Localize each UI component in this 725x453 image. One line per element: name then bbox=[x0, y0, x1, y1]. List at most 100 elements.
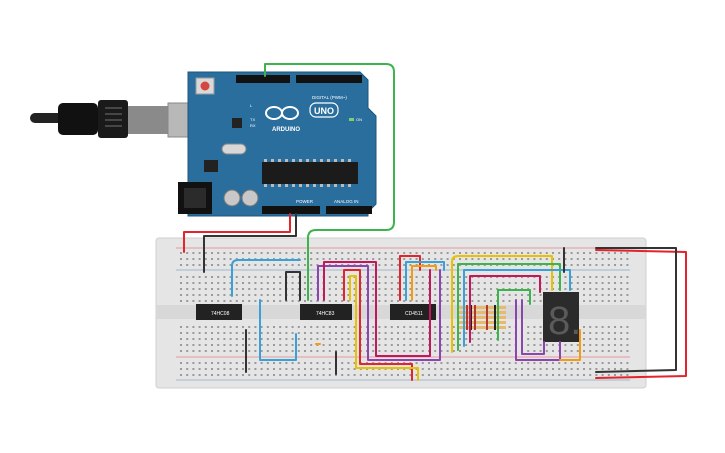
chip-74hc83[interactable]: 74HC83 bbox=[300, 304, 352, 320]
breadboard-hole[interactable] bbox=[595, 332, 598, 334]
breadboard-hole[interactable] bbox=[390, 332, 393, 334]
breadboard-hole[interactable] bbox=[440, 368, 443, 370]
breadboard-hole[interactable] bbox=[242, 276, 244, 278]
breadboard-hole[interactable] bbox=[347, 332, 350, 334]
breadboard-hole[interactable] bbox=[211, 332, 213, 334]
breadboard-hole[interactable] bbox=[372, 282, 375, 284]
breadboard-hole[interactable] bbox=[508, 258, 511, 260]
breadboard-hole[interactable] bbox=[372, 332, 375, 334]
breadboard-hole[interactable] bbox=[583, 252, 585, 254]
breadboard-hole[interactable] bbox=[378, 276, 381, 278]
breadboard-hole[interactable] bbox=[378, 338, 381, 340]
breadboard-hole[interactable] bbox=[390, 276, 393, 278]
breadboard-hole[interactable] bbox=[490, 362, 492, 364]
breadboard-hole[interactable] bbox=[229, 368, 232, 370]
breadboard-hole[interactable] bbox=[260, 300, 263, 302]
breadboard-hole[interactable] bbox=[384, 282, 387, 284]
breadboard-hole[interactable] bbox=[341, 338, 344, 340]
breadboard-hole[interactable] bbox=[601, 344, 604, 346]
breadboard-hole[interactable] bbox=[409, 326, 412, 328]
breadboard-hole[interactable] bbox=[242, 300, 244, 302]
breadboard-hole[interactable] bbox=[223, 326, 226, 328]
breadboard-hole[interactable] bbox=[477, 362, 480, 364]
usb-cable[interactable] bbox=[30, 100, 213, 138]
breadboard-hole[interactable] bbox=[353, 332, 356, 334]
breadboard-hole[interactable] bbox=[285, 326, 288, 328]
breadboard-hole[interactable] bbox=[496, 362, 499, 364]
breadboard-hole[interactable] bbox=[297, 300, 300, 302]
breadboard-hole[interactable] bbox=[254, 368, 257, 370]
breadboard-hole[interactable] bbox=[483, 338, 486, 340]
breadboard-hole[interactable] bbox=[403, 350, 406, 352]
breadboard-hole[interactable] bbox=[446, 344, 449, 346]
breadboard-hole[interactable] bbox=[204, 368, 207, 370]
breadboard-hole[interactable] bbox=[217, 282, 220, 284]
breadboard-hole[interactable] bbox=[452, 276, 455, 278]
breadboard-hole[interactable] bbox=[304, 338, 306, 340]
breadboard-hole[interactable] bbox=[260, 294, 263, 296]
breadboard-hole[interactable] bbox=[564, 344, 567, 346]
breadboard-hole[interactable] bbox=[421, 362, 424, 364]
breadboard-hole[interactable] bbox=[620, 368, 623, 370]
breadboard-hole[interactable] bbox=[341, 276, 344, 278]
breadboard-hole[interactable] bbox=[527, 350, 530, 352]
breadboard-hole[interactable] bbox=[242, 294, 244, 296]
breadboard-hole[interactable] bbox=[620, 300, 623, 302]
breadboard-hole[interactable] bbox=[204, 332, 207, 334]
breadboard-hole[interactable] bbox=[440, 294, 443, 296]
breadboard-hole[interactable] bbox=[576, 344, 579, 346]
breadboard-hole[interactable] bbox=[347, 368, 350, 370]
breadboard-hole[interactable] bbox=[471, 374, 474, 376]
breadboard-hole[interactable] bbox=[421, 326, 424, 328]
breadboard-hole[interactable] bbox=[452, 326, 455, 328]
wire-magenta-display[interactable] bbox=[469, 275, 541, 343]
breadboard-hole[interactable] bbox=[229, 252, 232, 254]
breadboard-hole[interactable] bbox=[421, 344, 424, 346]
breadboard-hole[interactable] bbox=[328, 300, 331, 302]
breadboard-hole[interactable] bbox=[328, 294, 331, 296]
breadboard-hole[interactable] bbox=[273, 276, 275, 278]
breadboard-hole[interactable] bbox=[229, 282, 232, 284]
breadboard-hole[interactable] bbox=[223, 350, 226, 352]
breadboard-hole[interactable] bbox=[372, 294, 375, 296]
breadboard-hole[interactable] bbox=[502, 282, 505, 284]
breadboard-hole[interactable] bbox=[620, 344, 623, 346]
breadboard-hole[interactable] bbox=[620, 288, 623, 290]
breadboard-hole[interactable] bbox=[409, 344, 412, 346]
breadboard-hole[interactable] bbox=[279, 338, 282, 340]
breadboard-hole[interactable] bbox=[254, 374, 257, 376]
breadboard-hole[interactable] bbox=[304, 288, 306, 290]
breadboard-hole[interactable] bbox=[273, 332, 275, 334]
breadboard-hole[interactable] bbox=[279, 362, 282, 364]
breadboard-hole[interactable] bbox=[539, 252, 542, 254]
breadboard-hole[interactable] bbox=[285, 374, 288, 376]
breadboard-hole[interactable] bbox=[229, 276, 232, 278]
breadboard-hole[interactable] bbox=[601, 326, 604, 328]
breadboard-hole[interactable] bbox=[328, 374, 331, 376]
breadboard-hole[interactable] bbox=[304, 332, 306, 334]
breadboard-hole[interactable] bbox=[390, 374, 393, 376]
breadboard-hole[interactable] bbox=[341, 258, 344, 260]
breadboard-hole[interactable] bbox=[297, 252, 300, 254]
breadboard-hole[interactable] bbox=[297, 282, 300, 284]
wire-blue[interactable] bbox=[231, 259, 301, 297]
breadboard-hole[interactable] bbox=[390, 338, 393, 340]
breadboard-hole[interactable] bbox=[434, 332, 437, 334]
breadboard-hole[interactable] bbox=[595, 374, 598, 376]
breadboard-hole[interactable] bbox=[620, 282, 623, 284]
breadboard-hole[interactable] bbox=[229, 338, 232, 340]
breadboard-hole[interactable] bbox=[235, 294, 238, 296]
breadboard-hole[interactable] bbox=[409, 282, 412, 284]
breadboard-hole[interactable] bbox=[291, 288, 294, 290]
breadboard-hole[interactable] bbox=[452, 282, 455, 284]
breadboard-hole[interactable] bbox=[297, 276, 300, 278]
breadboard-hole[interactable] bbox=[390, 288, 393, 290]
breadboard-hole[interactable] bbox=[477, 294, 480, 296]
breadboard-hole[interactable] bbox=[211, 282, 213, 284]
breadboard-hole[interactable] bbox=[589, 326, 592, 328]
breadboard-hole[interactable] bbox=[279, 294, 282, 296]
wire-orange[interactable] bbox=[411, 265, 437, 301]
breadboard-hole[interactable] bbox=[415, 300, 418, 302]
breadboard-hole[interactable] bbox=[490, 282, 492, 284]
breadboard-hole[interactable] bbox=[347, 252, 350, 254]
